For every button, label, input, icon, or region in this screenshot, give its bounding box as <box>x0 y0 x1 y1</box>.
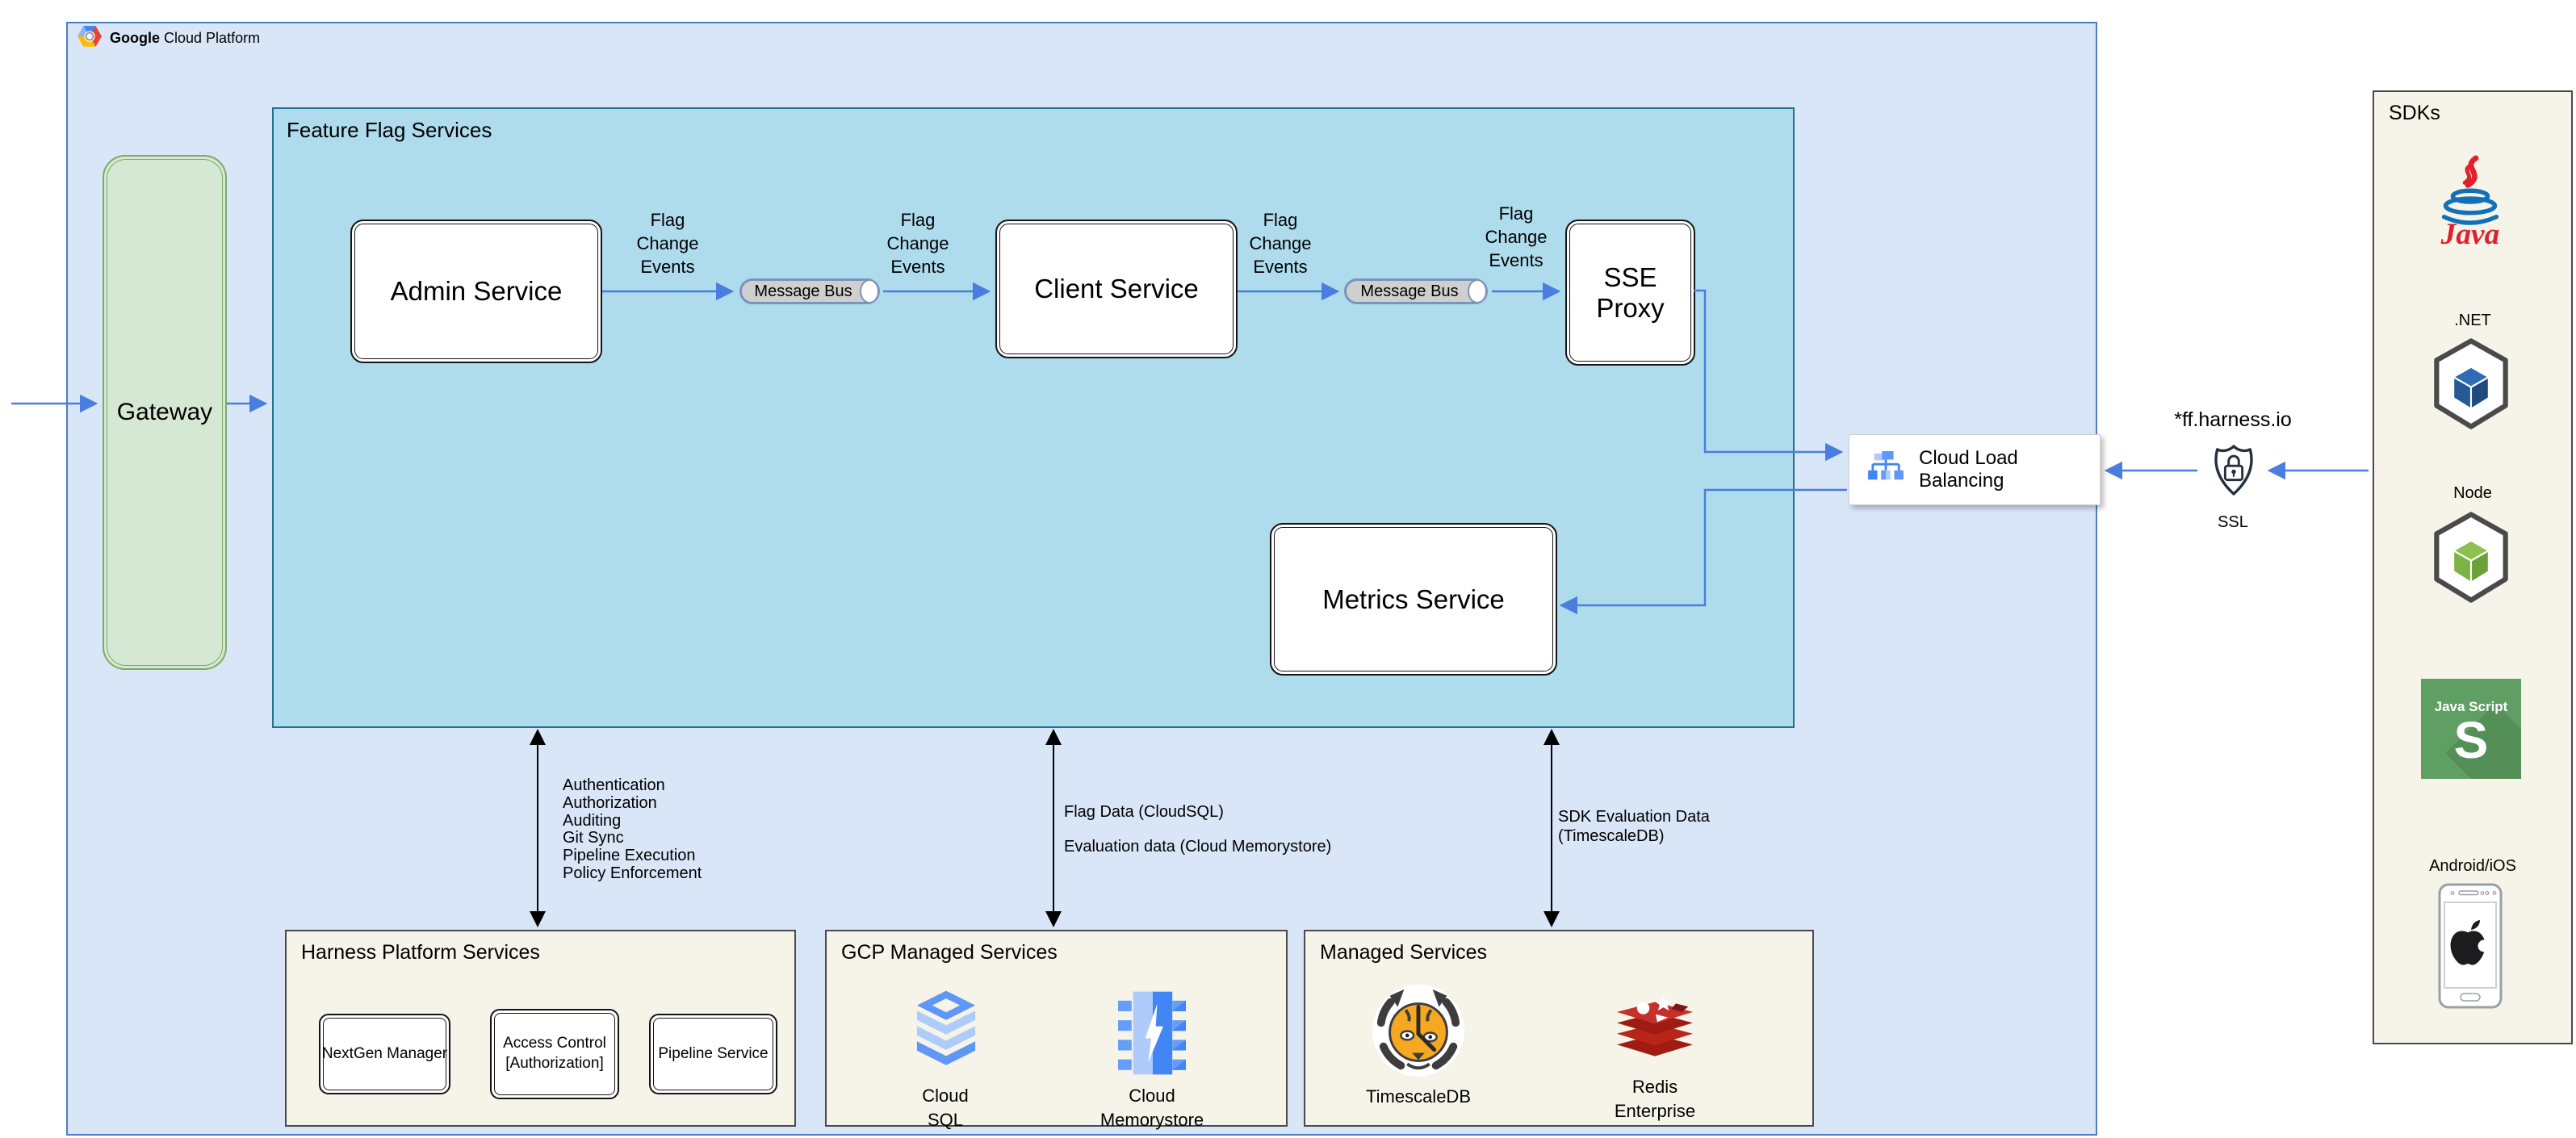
timescaledb-icon <box>1371 983 1466 1082</box>
sse-proxy-node: SSE Proxy <box>1565 220 1695 366</box>
client-service-label: Client Service <box>1034 274 1199 303</box>
gcp-managed-services-section: GCP Managed Services Cloud SQL <box>825 930 1288 1130</box>
message-bus-1-label: Message Bus <box>754 282 852 300</box>
flag-data-label: Flag Data (CloudSQL) <box>1064 803 1224 821</box>
harness-platform-services-section: Harness Platform Services NextGen Manage… <box>285 930 796 1127</box>
gcp-managed-services-title: GCP Managed Services <box>841 941 1058 964</box>
timescaledb-label: TimescaleDB <box>1366 1086 1471 1107</box>
message-bus-2: Message Bus <box>1344 278 1488 304</box>
metrics-service-label: Metrics Service <box>1322 584 1505 614</box>
client-service-node: Client Service <box>995 220 1238 358</box>
node-cube-icon <box>2429 510 2513 609</box>
feature-flag-services-title: Feature Flag Services <box>287 118 492 142</box>
flag-change-events-label-3: Flag Change Events <box>1249 210 1312 278</box>
mobile-label: Android/iOS <box>2429 857 2516 875</box>
flag-change-events-label-4: Flag Change Events <box>1485 203 1548 271</box>
nextgen-manager-label: NextGen Manager <box>321 1044 448 1062</box>
sdks-title: SDKs <box>2389 102 2440 124</box>
javascript-title: Java Script <box>2435 699 2508 714</box>
dotnet-label: .NET <box>2454 312 2491 329</box>
gcp-brand: Google <box>110 30 160 46</box>
javascript-icon: Java Script S <box>2421 679 2521 783</box>
redis-icon <box>1612 991 1698 1073</box>
message-bus-2-label: Message Bus <box>1360 282 1459 300</box>
metrics-service-node: Metrics Service <box>1270 523 1557 676</box>
admin-service-node: Admin Service <box>350 220 602 363</box>
feature-flag-services-container <box>272 107 1795 728</box>
message-bus-1-cap <box>860 279 879 303</box>
ssl-label: SSL <box>2218 513 2248 531</box>
apple-logo-icon <box>2450 920 2490 965</box>
sdk-evaluation-label: SDK Evaluation Data (TimescaleDB) <box>1558 808 1710 845</box>
flag-change-events-label-2: Flag Change Events <box>886 210 949 278</box>
nextgen-manager-node: NextGen Manager <box>319 1014 450 1094</box>
cloud-memorystore-label: Cloud Memorystore <box>1100 1086 1204 1130</box>
gcp-brand-rest: Cloud Platform <box>164 30 261 46</box>
managed-services-section: Managed Services <box>1304 930 1814 1127</box>
redis-enterprise-label: Redis Enterprise <box>1614 1077 1696 1121</box>
pipeline-service-node: Pipeline Service <box>649 1014 777 1094</box>
harness-platform-services-title: Harness Platform Services <box>301 941 540 964</box>
platform-connector-label: Authentication Authorization Auditing Gi… <box>563 776 702 882</box>
cloud-memorystore-icon <box>1118 990 1186 1080</box>
ssl-shield-icon <box>2209 444 2259 501</box>
dotnet-cube-icon <box>2429 337 2513 435</box>
sdks-panel: SDKs Java .NET Node <box>2373 90 2573 1044</box>
cloud-load-balancing-label: Cloud Load Balancing <box>1919 447 2018 492</box>
flag-change-events-label-1: Flag Change Events <box>636 210 699 278</box>
javascript-letter: S <box>2454 711 2489 769</box>
access-control-node: Access Control [Authorization] <box>490 1009 619 1099</box>
admin-service-label: Admin Service <box>390 276 563 306</box>
gcp-header-label: Google Cloud Platform <box>110 30 260 47</box>
mobile-phone-icon <box>2438 883 2503 1013</box>
pipeline-service-label: Pipeline Service <box>658 1044 769 1062</box>
gateway-label: Gateway <box>116 399 213 425</box>
cloud-sql-icon <box>915 990 977 1075</box>
java-sdk-icon: Java <box>2426 155 2515 254</box>
java-label: Java <box>2440 218 2500 250</box>
managed-services-title: Managed Services <box>1320 941 1488 964</box>
sse-proxy-label: SSE Proxy <box>1596 261 1665 323</box>
access-control-label: Access Control [Authorization] <box>503 1035 606 1072</box>
gcp-logo-icon <box>77 26 102 51</box>
gcp-header: Google Cloud Platform <box>77 26 260 51</box>
message-bus-2-cap <box>1468 279 1487 303</box>
cloud-sql-label: Cloud SQL <box>922 1086 969 1130</box>
evaluation-data-label: Evaluation data (Cloud Memorystore) <box>1064 838 1332 856</box>
cloud-load-balancing-node: Cloud Load Balancing <box>1849 434 2101 505</box>
message-bus-1: Message Bus <box>739 278 880 304</box>
node-label: Node <box>2453 484 2492 502</box>
load-balancer-icon <box>1867 450 1904 489</box>
ingress-domain-label: *ff.harness.io <box>2174 408 2292 431</box>
gateway-node: Gateway <box>103 155 227 670</box>
